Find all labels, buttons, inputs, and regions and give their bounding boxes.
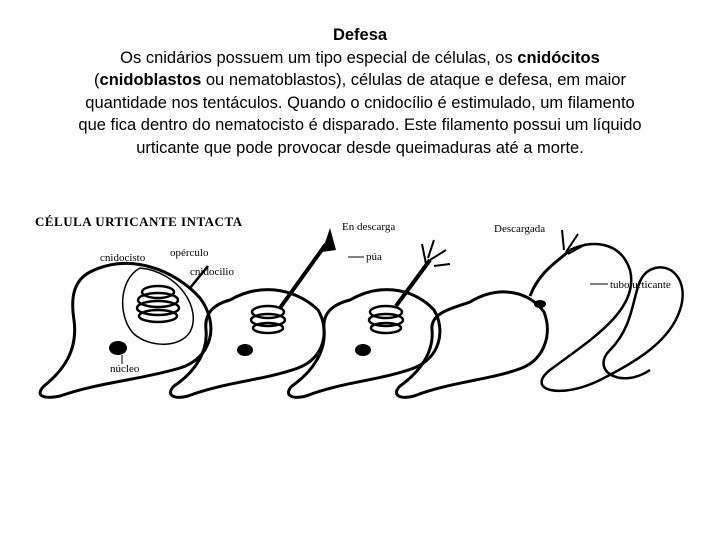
text-block: Defesa Os cnidários possuem um tipo espe…: [40, 24, 680, 159]
cell-discharged: [395, 229, 587, 399]
cnidocil-1: [189, 265, 209, 289]
cnidocyst-capsule: [122, 267, 195, 345]
nucleus-1: [109, 341, 127, 355]
nucleus-2: [237, 344, 253, 356]
body-line-2: (cnidoblastos ou nematoblastos), células…: [40, 69, 680, 92]
cell-intact: cnidocisto opérculo cnidocilio núcleo: [38, 247, 234, 399]
label-nucleo: núcleo: [110, 363, 140, 375]
cell-3-outline: [287, 288, 442, 399]
label-tubo: tubo urticante: [610, 279, 671, 291]
cell-discharging-2: púa: [287, 239, 451, 399]
tube-base: [528, 248, 572, 297]
body-line-1-text: Os cnidários possuem um tipo especial de…: [120, 48, 518, 67]
term-cnidoblastos: cnidoblastos: [99, 71, 202, 89]
cnidocyte-drawing: CÉLULA URTICANTE INTACTA En descarga Des…: [35, 214, 684, 399]
label-cnidocilio: cnidocilio: [190, 266, 234, 278]
stage-label-discharged: Descargada: [494, 223, 545, 235]
body-line-2-text: ou nematoblastos), células de ataque e d…: [201, 71, 626, 89]
barbs-3: [421, 239, 451, 267]
slide-title: Defesa: [332, 26, 388, 44]
cell-4-outline: [395, 290, 549, 399]
cell-intact-outline: [38, 262, 213, 399]
operculum-open: [534, 300, 546, 308]
tubo-urticante: [540, 242, 684, 393]
stage-label-discharging: En descarga: [342, 221, 395, 233]
cell-2-outline: [169, 288, 326, 399]
body-line-5: urticante que pode provocar desde queima…: [136, 138, 584, 157]
filament-3: [394, 258, 432, 308]
label-pua: púa: [366, 251, 382, 263]
cnidocyte-illustration: CÉLULA URTICANTE INTACTA En descarga Des…: [30, 200, 695, 405]
body-line-4: que fica dentro do nematocisto é dispara…: [78, 116, 642, 134]
body-line-3: quantidade nos tentáculos. Quando o cnid…: [85, 93, 635, 112]
cell-discharging-1: [169, 228, 336, 399]
coiled-filament: [135, 284, 181, 324]
body-line-1: Os cnidários possuem um tipo especial de…: [40, 47, 680, 70]
filament-2: [278, 242, 328, 310]
stage-label-intact: CÉLULA URTICANTE INTACTA: [35, 214, 243, 229]
nucleus-3: [355, 344, 371, 356]
coil-2: [249, 304, 287, 335]
coil-3: [367, 304, 405, 335]
term-cnidocitos: cnidócitos: [517, 48, 600, 67]
label-cnidocisto: cnidocisto: [100, 252, 146, 264]
body-line-2-open: (: [94, 71, 100, 89]
label-operculo: opérculo: [170, 247, 209, 259]
barbs-4: [561, 229, 587, 255]
barb-2: [322, 228, 336, 252]
